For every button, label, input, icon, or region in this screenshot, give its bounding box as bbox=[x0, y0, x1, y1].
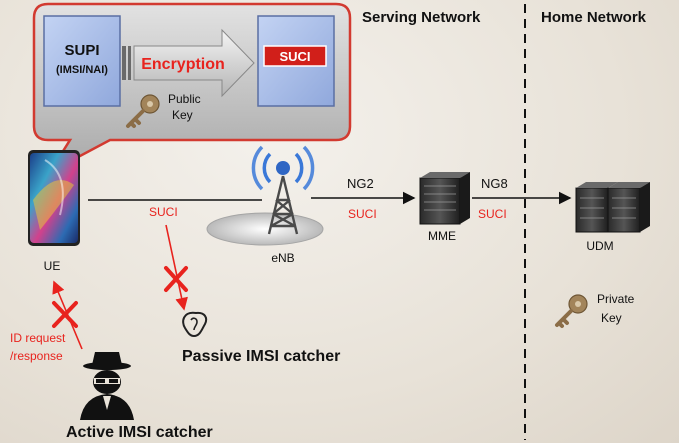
enb-mme-suci-label: SUCI bbox=[348, 207, 377, 221]
spy-icon bbox=[80, 352, 134, 420]
passive-imsi-catcher-label: Passive IMSI catcher bbox=[182, 348, 340, 365]
supi-box: SUPI (IMSI/NAI) bbox=[43, 15, 121, 107]
active-imsi-catcher-label: Active IMSI catcher bbox=[66, 424, 213, 441]
ue-enb-suci-label: SUCI bbox=[149, 205, 178, 219]
public-key-icon bbox=[126, 94, 160, 128]
suci-box-label: SUCI bbox=[279, 49, 310, 64]
ear-icon bbox=[182, 311, 208, 338]
enb-label: eNB bbox=[271, 251, 294, 265]
encryption-arrow: Encryption bbox=[122, 28, 255, 98]
ue-label: UE bbox=[44, 259, 61, 273]
encryption-label: Encryption bbox=[141, 56, 225, 73]
supi-title: SUPI bbox=[64, 42, 99, 59]
supi-subtitle: (IMSI/NAI) bbox=[56, 64, 108, 76]
serving-network-title: Serving Network bbox=[362, 9, 481, 26]
enb-tower-icon bbox=[206, 145, 324, 246]
ng2-label: NG2 bbox=[347, 176, 374, 191]
id-request-line2: /response bbox=[10, 349, 63, 363]
ng8-label: NG8 bbox=[481, 176, 508, 191]
udm-server-icon bbox=[575, 182, 650, 233]
active-block-x-icon bbox=[52, 301, 78, 328]
mme-udm-suci-label: SUCI bbox=[478, 207, 507, 221]
passive-eavesdrop-arrow bbox=[165, 224, 188, 311]
mme-label: MME bbox=[428, 229, 456, 243]
passive-block-x-icon bbox=[164, 266, 188, 292]
public-key-line2: Key bbox=[172, 108, 193, 122]
ue-phone-icon bbox=[28, 150, 80, 246]
private-key-icon bbox=[555, 294, 588, 328]
home-network-title: Home Network bbox=[541, 9, 647, 26]
mme-server-icon bbox=[419, 172, 470, 225]
public-key-line1: Public bbox=[168, 92, 201, 106]
private-key-line1: Private bbox=[597, 292, 635, 306]
id-request-line1: ID request bbox=[10, 331, 66, 345]
private-key-line2: Key bbox=[601, 311, 622, 325]
udm-label: UDM bbox=[586, 239, 613, 253]
suci-result-box: SUCI bbox=[257, 15, 335, 107]
